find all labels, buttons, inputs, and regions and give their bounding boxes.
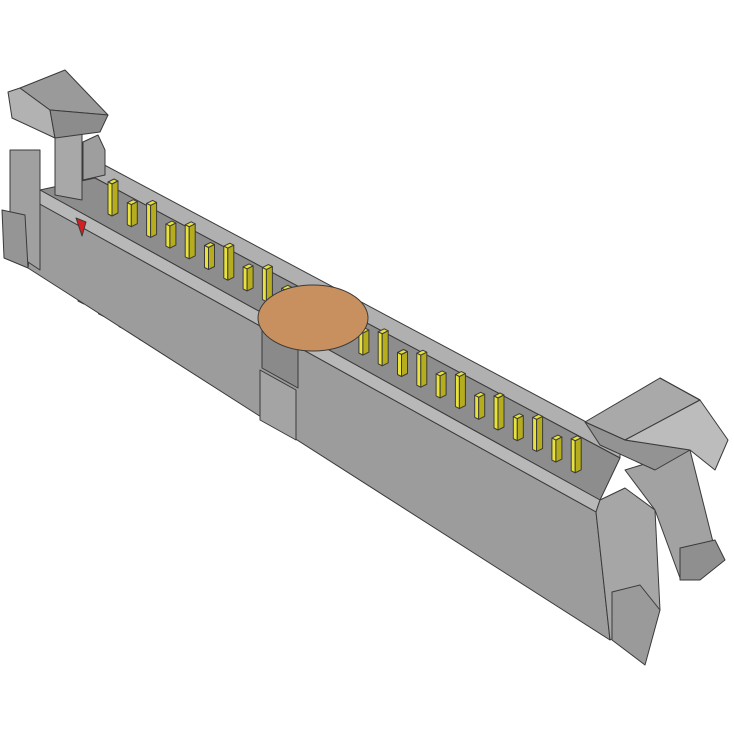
pin-side: [536, 415, 544, 452]
pin-front: [165, 223, 171, 249]
pin-front: [397, 352, 402, 377]
pin-front: [261, 267, 267, 303]
pin-front: [512, 416, 518, 442]
pin-side: [188, 223, 196, 260]
pin-side: [478, 393, 486, 420]
left-latch-head-front: [49, 109, 109, 139]
pin-side: [420, 351, 428, 388]
pin-front: [493, 395, 499, 431]
pin-front: [377, 331, 383, 367]
pin-side: [130, 201, 138, 228]
pin-front: [184, 224, 190, 260]
left-guide-post: [82, 134, 106, 181]
pin-front: [416, 352, 422, 388]
pin-front: [126, 202, 132, 228]
pin-front: [551, 437, 557, 463]
pin-side: [555, 436, 563, 463]
pin-side: [439, 372, 447, 399]
pin-side: [227, 244, 235, 281]
pin-side: [458, 373, 466, 410]
pin-side: [516, 415, 524, 442]
right-end-tab: [611, 584, 661, 666]
pin-front: [242, 266, 248, 292]
pin-front: [474, 394, 480, 420]
right-latch-head-front: [584, 421, 691, 471]
pin-front: [454, 374, 460, 410]
pin-front: [435, 373, 441, 399]
pin-side: [111, 180, 119, 217]
pin-side: [401, 351, 408, 377]
left-latch-tower: [54, 129, 83, 201]
center-key-lower: [259, 369, 297, 441]
pin-front: [223, 245, 229, 281]
pin-side: [362, 329, 370, 356]
pin-side: [208, 244, 215, 270]
right-latch-foot: [679, 539, 726, 581]
polarity-mark: [75, 217, 87, 237]
pin-front: [146, 202, 152, 238]
right-latch-head-side: [624, 377, 729, 471]
pin-side: [574, 437, 582, 474]
pin-side: [381, 330, 389, 367]
pin-side: [246, 265, 254, 292]
pin-front: [570, 438, 576, 474]
pin-front: [532, 416, 538, 452]
pick-and-place-pad: [257, 284, 369, 352]
left-end-tab: [1, 209, 29, 269]
pin-side: [497, 394, 505, 431]
pin-front: [204, 245, 209, 270]
pin-side: [150, 201, 158, 238]
pin-front: [107, 181, 113, 217]
pin-side: [169, 222, 177, 249]
